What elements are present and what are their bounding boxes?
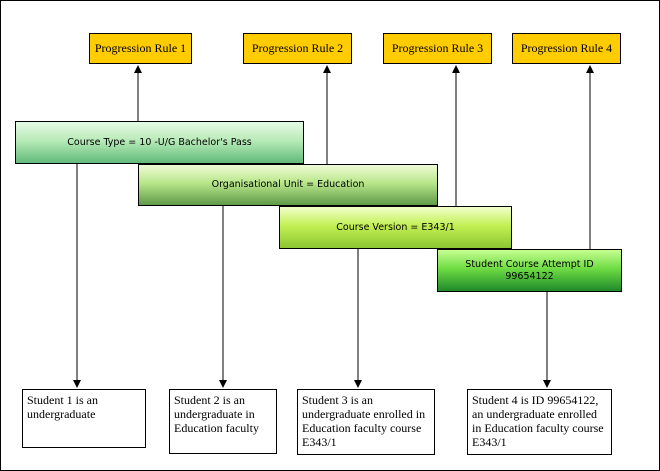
student-4-box: Student 4 is ID 99654122, an undergradua… — [467, 389, 612, 455]
level-course-type: Course Type = 10 -U/G Bachelor's Pass — [15, 121, 304, 164]
level-course-version: Course Version = E343/1 — [279, 206, 512, 249]
progression-rule-3: Progression Rule 3 — [383, 33, 492, 64]
student-1-box: Student 1 is an undergraduate — [22, 389, 146, 448]
progression-rule-1: Progression Rule 1 — [89, 33, 192, 64]
level-student-course-attempt: Student Course Attempt ID 99654122 — [437, 249, 622, 292]
progression-rule-4: Progression Rule 4 — [512, 33, 621, 64]
student-2-box: Student 2 is an undergraduate in Educati… — [169, 389, 277, 454]
progression-rule-2: Progression Rule 2 — [243, 33, 352, 64]
level-organisational-unit: Organisational Unit = Education — [138, 164, 438, 206]
student-3-box: Student 3 is an undergraduate enrolled i… — [297, 389, 435, 455]
